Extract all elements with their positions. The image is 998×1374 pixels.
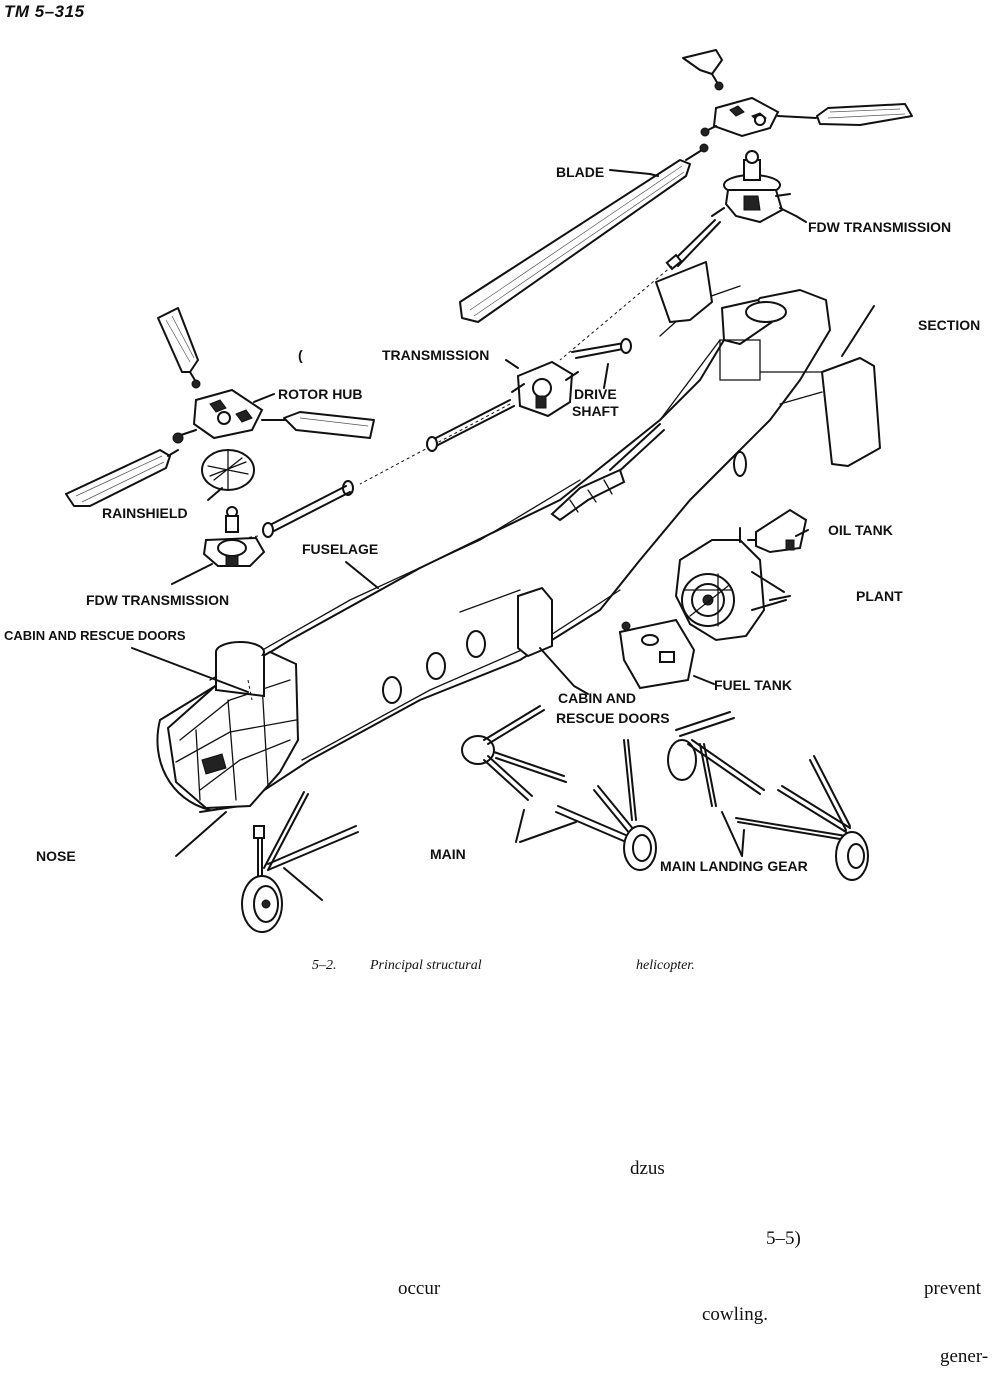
body-text-occur: occur: [398, 1278, 441, 1299]
center-transmission: [511, 360, 579, 418]
fuselage-body: [156, 261, 881, 813]
label-drive-shaft: DRIVE SHAFT: [572, 386, 619, 420]
label-section: SECTION: [918, 317, 981, 333]
label-paren: (: [298, 347, 303, 363]
label-main-landing-gear: MAIN LANDING GEAR: [660, 858, 808, 874]
label-oil-tank: OIL TANK: [828, 522, 893, 538]
label-main: MAIN: [430, 846, 466, 862]
label-cabin-rescue-doors-left: CABIN AND RESCUE DOORS: [4, 628, 186, 643]
label-fuselage: FUSELAGE: [302, 541, 379, 557]
drive-shaft: [231, 219, 721, 541]
body-text-cowling: cowling.: [702, 1304, 768, 1325]
rear-rotor-assembly: [459, 49, 913, 323]
caption-part2: helicopter.: [636, 958, 695, 973]
label-fuel-tank: FUEL TANK: [714, 677, 793, 693]
label-cabin-and: CABIN AND: [558, 690, 637, 706]
label-transmission: TRANSMISSION: [382, 347, 490, 363]
front-rotor-assembly: [65, 307, 375, 567]
figure-number: 5–2.: [312, 958, 337, 973]
label-nose: NOSE: [36, 848, 76, 864]
label-fdw-transmission-top: FDW TRANSMISSION: [808, 219, 952, 235]
caption-part1: Principal structural: [370, 958, 482, 973]
label-rainshield: RAINSHIELD: [102, 505, 188, 521]
leader-lines: [131, 169, 875, 901]
document-id: TM 5–315: [4, 2, 85, 21]
body-text-prevent: prevent: [924, 1278, 981, 1299]
body-text-gener: gener-: [940, 1346, 989, 1367]
label-plant: PLANT: [856, 588, 903, 604]
body-text-ref: 5–5): [766, 1228, 801, 1249]
power-plant: [618, 508, 808, 690]
label-blade: BLADE: [556, 164, 605, 180]
label-rescue-doors: RESCUE DOORS: [556, 710, 670, 726]
label-drive: DRIVE: [573, 386, 617, 402]
body-text-dzus: dzus: [630, 1158, 665, 1179]
label-fdw-transmission-bottom: FDW TRANSMISSION: [86, 592, 230, 608]
label-shaft: SHAFT: [572, 403, 619, 419]
landing-gear: [241, 705, 869, 933]
label-rotor-hub: ROTOR HUB: [278, 386, 363, 402]
